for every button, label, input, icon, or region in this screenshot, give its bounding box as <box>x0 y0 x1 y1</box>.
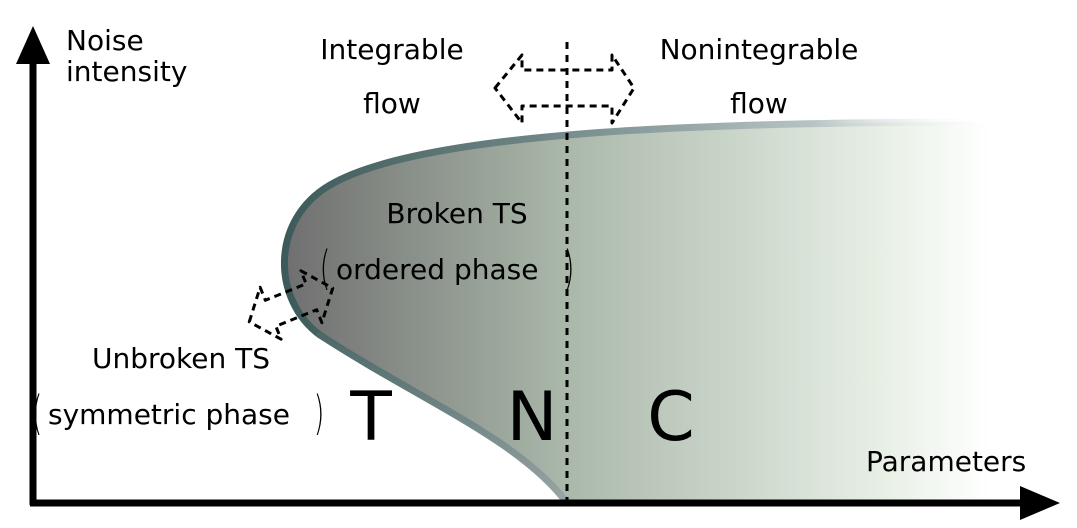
y-axis-arrowhead <box>16 26 50 64</box>
y-axis-label-line2: intensity <box>66 55 188 88</box>
y-axis <box>16 26 50 505</box>
integrable-label-line2: flow <box>363 87 421 120</box>
dashed-double-arrow-top <box>493 53 636 125</box>
x-axis-label: Parameters <box>866 445 1027 478</box>
dashed-double-arrow-left <box>247 269 335 341</box>
phase-letter-n: N <box>506 378 558 457</box>
unbroken-ts-label: Unbroken TS <box>91 342 271 375</box>
ordered-phase-label: ordered phase <box>336 253 539 286</box>
unbroken-ts-close-paren: ) <box>313 386 325 440</box>
phase-boundary-lower <box>316 331 571 507</box>
phase-boundary-upper <box>280 118 994 339</box>
broken-ts-open-paren: ( <box>319 241 331 295</box>
symmetric-phase-label: symmetric phase <box>48 398 290 431</box>
phase-letter-t: T <box>350 378 392 457</box>
broken-ts-close-paren: ) <box>563 241 575 295</box>
broken-ts-region <box>284 122 990 503</box>
unbroken-ts-open-paren: ( <box>31 386 43 440</box>
broken-ts-label: Broken TS <box>386 197 528 230</box>
nonintegrable-label-line1: Nonintegrable <box>659 33 859 66</box>
integrable-label-line1: Integrable <box>320 33 464 66</box>
phase-letter-c: C <box>647 378 695 457</box>
x-axis-arrowhead <box>1020 486 1060 520</box>
y-axis-label-line1: Noise <box>66 24 144 57</box>
x-axis <box>30 486 1060 520</box>
nonintegrable-label-line2: flow <box>730 87 788 120</box>
